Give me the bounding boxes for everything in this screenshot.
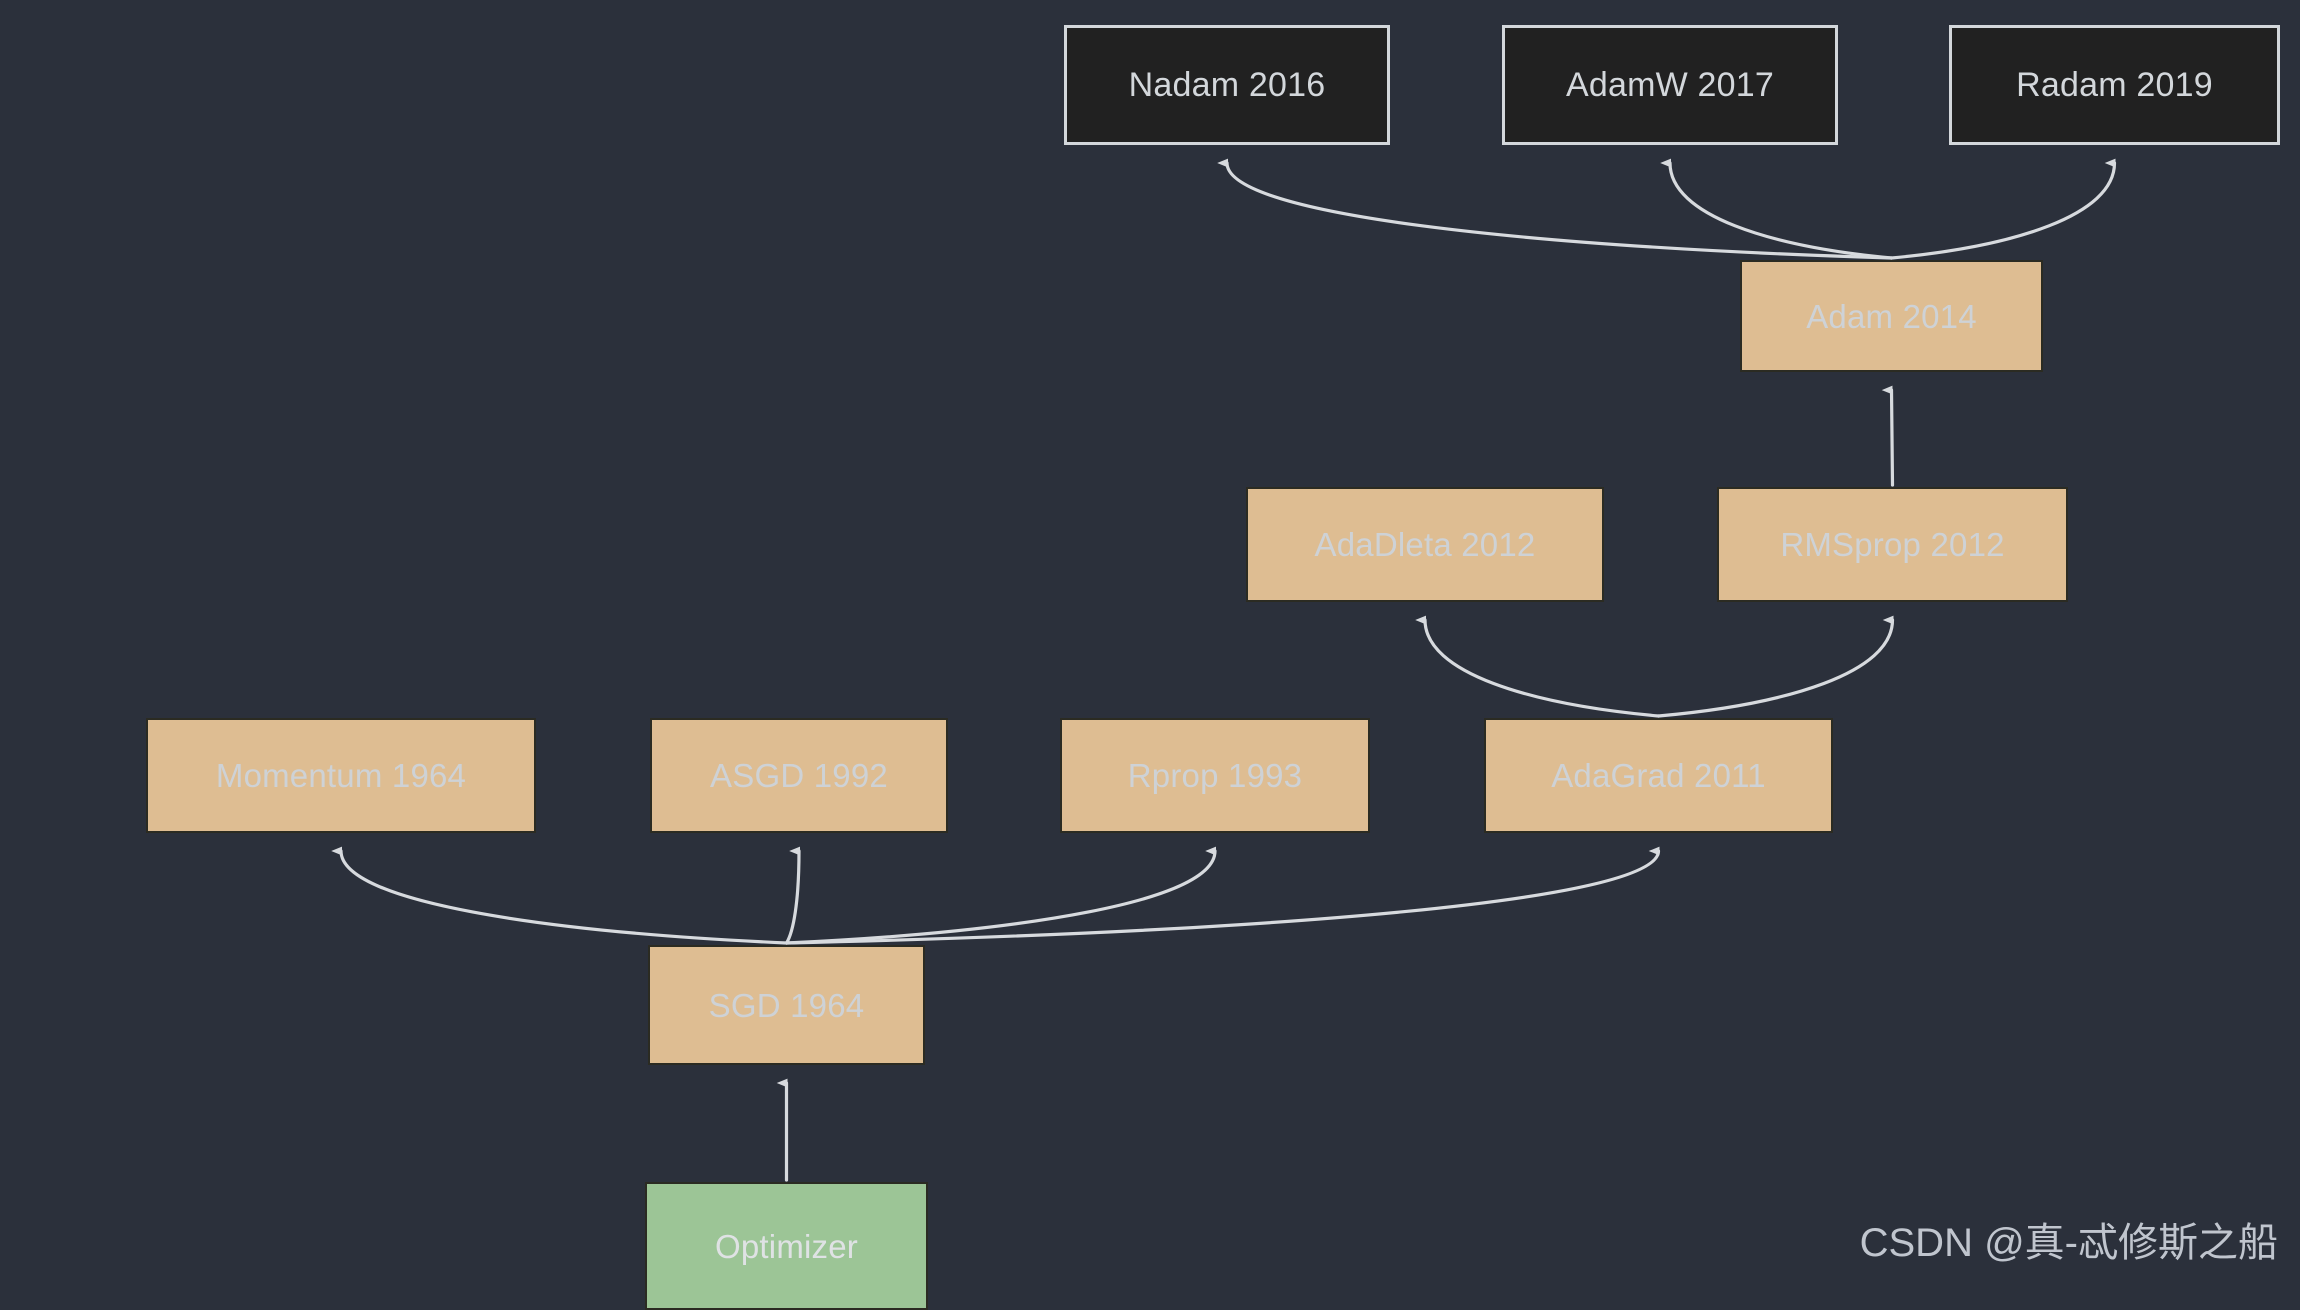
- node-label: Adam 2014: [1806, 297, 1977, 335]
- node-sgd[interactable]: SGD 1964: [648, 945, 925, 1065]
- node-label: Momentum 1964: [215, 757, 467, 794]
- node-adam[interactable]: Adam 2014: [1740, 260, 2043, 372]
- node-label: Radam 2019: [2016, 66, 2213, 104]
- node-label: AdamW 2017: [1566, 66, 1774, 104]
- edge-sgd-to-adagrad: [784, 846, 1661, 945]
- node-label: SGD 1964: [708, 986, 865, 1024]
- edge-adam-to-adamw: [1660, 158, 1894, 260]
- edge-adam-to-nadam: [1217, 158, 1894, 260]
- node-momentum[interactable]: Momentum 1964: [146, 718, 536, 833]
- node-rmsprop[interactable]: RMSprop 2012: [1717, 487, 2068, 602]
- node-adadleta[interactable]: AdaDleta 2012: [1246, 487, 1604, 602]
- node-label: AdaGrad 2011: [1551, 757, 1766, 794]
- node-asgd[interactable]: ASGD 1992: [650, 718, 948, 833]
- node-label: AdaDleta 2012: [1314, 526, 1536, 563]
- node-label: Rprop 1993: [1127, 757, 1303, 794]
- edge-rmsprop-to-adam: [1881, 385, 1895, 487]
- node-adagrad[interactable]: AdaGrad 2011: [1484, 718, 1833, 833]
- edge-adam-to-radam: [1889, 158, 2117, 260]
- edge-adagrad-to-adadleta: [1415, 615, 1661, 718]
- node-label: ASGD 1992: [710, 757, 888, 794]
- watermark-text: CSDN @真-忒修斯之船: [1859, 1221, 2278, 1265]
- node-adamw[interactable]: AdamW 2017: [1502, 25, 1838, 145]
- node-label: RMSprop 2012: [1780, 526, 2005, 563]
- node-optimizer[interactable]: Optimizer: [645, 1182, 928, 1310]
- node-label: Optimizer: [715, 1227, 858, 1265]
- node-radam[interactable]: Radam 2019: [1949, 25, 2280, 145]
- node-nadam[interactable]: Nadam 2016: [1064, 25, 1390, 145]
- node-rprop[interactable]: Rprop 1993: [1060, 718, 1370, 833]
- edge-sgd-to-momentum: [331, 846, 789, 945]
- edge-sgd-to-asgd: [784, 846, 801, 945]
- edge-sgd-to-rprop: [784, 846, 1217, 945]
- edge-adagrad-to-rmsprop: [1656, 615, 1895, 718]
- node-label: Nadam 2016: [1128, 66, 1326, 104]
